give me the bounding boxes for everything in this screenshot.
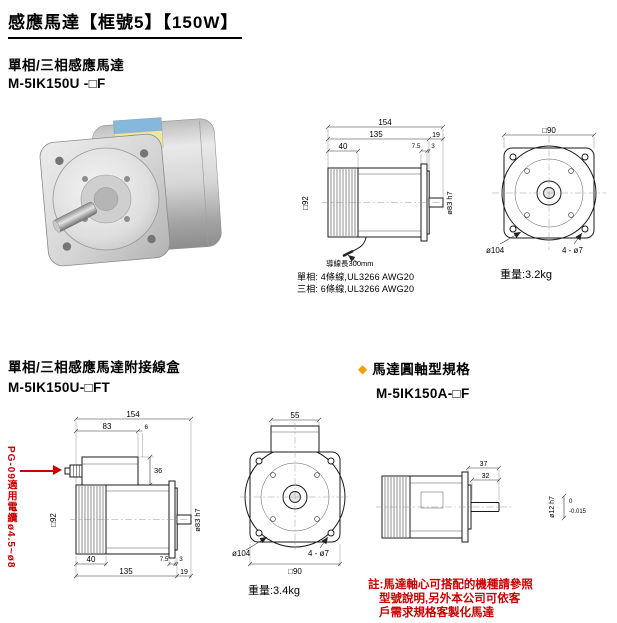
dim-label: ø83 h7 [193, 508, 202, 531]
dim-label: 4 - ø7 [308, 549, 329, 558]
tolerance-upper: 0 [569, 499, 573, 505]
section1-model: M-5IK150U -□F [8, 76, 106, 91]
lead-length-note: 導線長300mm [326, 258, 374, 268]
cable-gland [69, 464, 83, 478]
section2-heading: 單相/三相感應馬達附接線盒 [8, 360, 181, 375]
dim-label: 135 [119, 567, 133, 576]
dim-label: □90 [288, 567, 302, 576]
section3-heading-row: ◆ 馬達圓軸型規格 [358, 358, 470, 379]
section2-model: M-5IK150U-□FT [8, 380, 111, 395]
dim-label: 36 [154, 466, 162, 475]
front-view-drawing-2: 55 ø104 4 - ø7 □90 [232, 411, 350, 576]
dim-label: 55 [291, 411, 300, 420]
dim-label: □92 [301, 196, 310, 210]
motor-photo [39, 117, 222, 267]
dim-label: 19 [432, 132, 440, 139]
side-view-drawing-2: 154 83 6 36 □92 ø83 h7 40 7.5 3 135 19 [49, 410, 202, 579]
wire-note-three-phase: 三相: 6條線,UL3266 AWG20 [297, 284, 415, 294]
note-line: 戶需求規格客製化馬達 [379, 607, 494, 619]
dim-label: □90 [542, 126, 556, 135]
dim-label: 32 [482, 473, 490, 480]
terminal-box [81, 456, 139, 486]
dim-label: ø83 h7 [445, 191, 454, 214]
section3-note: 註:馬達軸心可搭配的機種請參照 型號說明,另外本公司可依客 戶需求規格客製化馬達 [368, 578, 533, 620]
dim-label: 6 [145, 424, 149, 431]
side-view-drawing-1: 154 135 19 40 7.5 3 □92 ø83 h7 導線長300mm [301, 118, 454, 268]
dim-label: 154 [378, 118, 392, 127]
note-line: 註:馬達軸心可搭配的機種請參照 [368, 579, 533, 591]
dim-label: 40 [87, 555, 96, 564]
dim-label: 4 - ø7 [562, 246, 583, 255]
dim-label: 7.5 [160, 556, 169, 563]
dim-label: 3 [179, 556, 183, 563]
section1-heading: 單相/三相感應馬達 [8, 58, 125, 73]
motor-shaft [52, 201, 98, 233]
round-shaft-drawing: 37 32 ø12 h7 0 -0.015 [376, 461, 587, 543]
dim-label: 83 [103, 422, 112, 431]
dim-label: ø104 [486, 246, 505, 255]
page-title: 感應馬達【框號5】【150W】 [8, 8, 243, 39]
section3-model: M-5IK150A-□F [376, 386, 470, 401]
section3-heading: 馬達圓軸型規格 [372, 362, 471, 377]
dim-label: 7.5 [412, 143, 421, 150]
dim-label: 3 [431, 143, 435, 150]
front-view-drawing-1: □90 ø104 4 - ø7 [486, 126, 606, 255]
wire-note-single-phase: 單相: 4條線,UL3266 AWG20 [297, 272, 415, 282]
dim-label: ø104 [232, 549, 251, 558]
cable-gland-arrow-icon [20, 465, 62, 477]
dim-label: 154 [126, 410, 140, 419]
weight-label-2: 重量:3.4kg [248, 585, 300, 597]
dim-label: 40 [339, 142, 348, 151]
dim-label: 37 [480, 461, 488, 468]
dim-label: ø12 h7 [549, 496, 556, 518]
tolerance-lower: -0.015 [569, 509, 587, 515]
note-line: 型號說明,另外本公司可依客 [379, 593, 521, 605]
diamond-bullet-icon: ◆ [358, 362, 368, 376]
dim-label: □92 [49, 513, 58, 527]
cable-gland-note: PG-09適用電纜ø4.5~ø8 [5, 446, 16, 569]
weight-label-1: 重量:3.2kg [500, 269, 552, 281]
dim-label: 135 [369, 130, 383, 139]
dim-label: 19 [180, 569, 188, 576]
